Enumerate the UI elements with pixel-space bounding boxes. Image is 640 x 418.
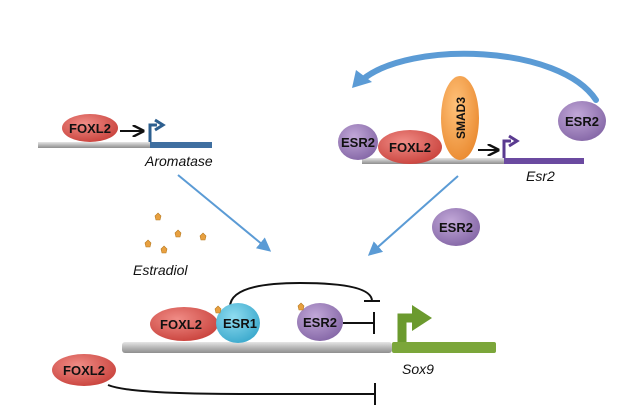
feedback-arrow [359, 50, 599, 103]
aromatase-gene-label: Aromatase [144, 153, 213, 169]
smad3-protein [441, 76, 479, 160]
foxl2-label: FOXL2 [160, 317, 202, 332]
aromatase-dna-bar [38, 142, 150, 148]
foxl2-inhibition-line [107, 384, 375, 395]
esr2-gene-bar [504, 158, 584, 164]
sox9-promoter-arrow [397, 313, 414, 342]
free-esr2: ESR2 [432, 208, 480, 246]
esr2-label: ESR2 [439, 220, 473, 235]
esr1-label: ESR1 [223, 316, 257, 331]
esr2-dna-bar [362, 158, 504, 164]
aromatase-gene-bar [150, 142, 212, 148]
estradiol-molecules [144, 212, 207, 254]
foxl2-label: FOXL2 [389, 140, 431, 155]
foxl2-protein [150, 307, 218, 341]
esr2-gene-label: Esr2 [526, 168, 555, 184]
esr2-protein [338, 124, 378, 160]
estradiol-label: Estradiol [133, 262, 188, 278]
sox9-dna-bar [122, 342, 392, 353]
foxl2-protein [52, 354, 116, 386]
esr2-protein [432, 208, 480, 246]
sox9-locus: FOXL2 ESR1 ESR2 FOXL2 Sox9 [52, 281, 496, 405]
aromatase-to-sox9-arrow [177, 174, 272, 252]
foxl2-protein [62, 114, 118, 142]
foxl2-label: FOXL2 [69, 121, 111, 136]
aromatase-locus: FOXL2 Aromatase [38, 114, 213, 169]
esr2-label: ESR2 [303, 315, 337, 330]
estradiol-ligand [297, 302, 305, 311]
esr2-protein [297, 303, 343, 341]
estradiol-group: Estradiol [133, 212, 207, 278]
estradiol-ligand [214, 305, 222, 314]
inhibition-arc [229, 281, 373, 308]
foxl2-protein [378, 130, 442, 164]
sox9-gene-bar [392, 342, 496, 353]
esr2-label: ESR2 [565, 114, 599, 129]
esr2-to-sox9-arrow [367, 175, 459, 256]
esr1-protein [216, 303, 260, 343]
sox9-gene-label: Sox9 [402, 361, 434, 377]
esr2-label: ESR2 [341, 135, 375, 150]
foxl2-label: FOXL2 [63, 363, 105, 378]
aromatase-promoter-arrow [148, 123, 157, 142]
esr2-locus: SMAD3 ESR2 FOXL2 ESR2 Esr2 [338, 76, 606, 184]
esr2-protein [558, 101, 606, 141]
smad3-label: SMAD3 [454, 97, 468, 139]
esr2-promoter-arrow [502, 139, 511, 158]
